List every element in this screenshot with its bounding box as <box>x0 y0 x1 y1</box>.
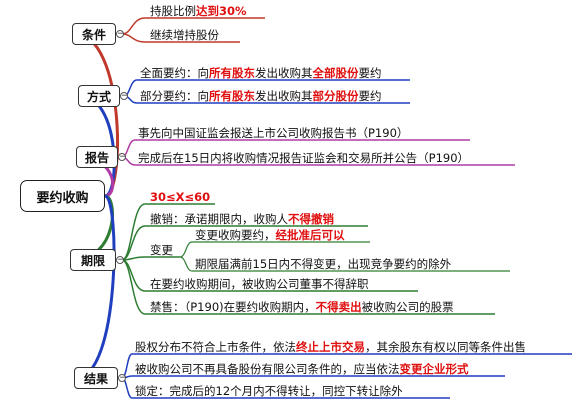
leaf-report-0[interactable]: 事先向中国证监会报送上市公司收购报告书（P190） <box>138 126 409 140</box>
highlight-text: 部分股份 <box>312 89 359 103</box>
root-node[interactable]: 要约收购 <box>20 180 105 212</box>
highlight-text: 所有股东 <box>209 66 255 80</box>
leaf-period-change-1[interactable]: 期限届满前15日内不得变更，出现竞争要约的除外 <box>195 257 452 271</box>
root-label: 要约收购 <box>36 190 89 206</box>
leaf-period-range[interactable]: 30≤X≤60 <box>150 190 210 204</box>
leaf-result-1[interactable]: 被收购公司不再具备股份有限公司条件的，应当依法变更企业形式 <box>135 362 469 376</box>
leaf-result-2[interactable]: 锁定：完成后的12个月内不得转让，同控下转让除外 <box>135 384 403 398</box>
branch-period[interactable]: 期限 <box>70 249 116 271</box>
highlight-text: 经批准后可以 <box>275 228 345 242</box>
branch-methods[interactable]: 方式 <box>78 85 120 107</box>
branch-conditions[interactable]: 条件 <box>72 23 116 45</box>
leaf-methods-0[interactable]: 全面要约：向所有股东发出收购其全部股份要约 <box>140 66 382 80</box>
branch-result-label: 结果 <box>83 371 108 386</box>
link-root-conditions <box>74 32 119 198</box>
leaf-result-0[interactable]: 股权分布不符合上市条件，依法终止上市交易，其余股东有权以同等条件出售 <box>135 340 526 354</box>
highlight-text: 达到30% <box>196 4 247 18</box>
highlight-text: 所有股东 <box>209 89 255 103</box>
highlight-text: 终止上市交易 <box>296 340 365 354</box>
leaf-conditions-1[interactable]: 继续增持股份 <box>150 28 219 42</box>
highlight-text: 不得撤销 <box>288 212 334 226</box>
branch-result[interactable]: 结果 <box>74 367 118 389</box>
branch-period-label: 期限 <box>80 253 105 268</box>
branch-report-label: 报告 <box>84 150 109 165</box>
leaf-period-change[interactable]: 变更 <box>150 243 173 257</box>
branch-report[interactable]: 报告 <box>76 146 118 168</box>
leaf-methods-1[interactable]: 部分要约：向所有股东发出收购其部分股份要约 <box>140 89 382 103</box>
collapse-conditions-icon[interactable]: − <box>116 29 125 39</box>
branch-methods-label: 方式 <box>86 89 111 104</box>
leaf-period-director[interactable]: 在要约收购期间，被收购公司董事不得辞职 <box>150 277 369 291</box>
leaf-period-revoke[interactable]: 撤销：承诺期限内，收购人不得撤销 <box>150 212 334 226</box>
branch-conditions-label: 条件 <box>81 27 106 42</box>
leaf-conditions-0[interactable]: 持股比例达到30% <box>150 4 247 18</box>
link-root-result <box>75 194 116 380</box>
collapse-report-icon[interactable]: − <box>118 152 127 162</box>
collapse-result-icon[interactable]: − <box>118 373 127 383</box>
leaf-period-change-0[interactable]: 变更收购要约，经批准后可以 <box>195 228 345 242</box>
leaf-period-ban[interactable]: 禁售：（P190)在要约收购期内，不得卖出被收购公司的股票 <box>150 300 454 314</box>
collapse-methods-icon[interactable]: − <box>120 91 129 101</box>
highlight-text: 不得卖出 <box>315 300 362 314</box>
highlight-text: 全部股份 <box>312 66 359 80</box>
leaf-report-1[interactable]: 完成后在15日内将收购情况报告证监会和交易所并公告（P190） <box>138 151 470 165</box>
collapse-period-icon[interactable]: − <box>116 255 125 265</box>
highlight-text: 30≤X≤60 <box>150 190 211 204</box>
highlight-text: 变更企业形式 <box>399 362 469 376</box>
